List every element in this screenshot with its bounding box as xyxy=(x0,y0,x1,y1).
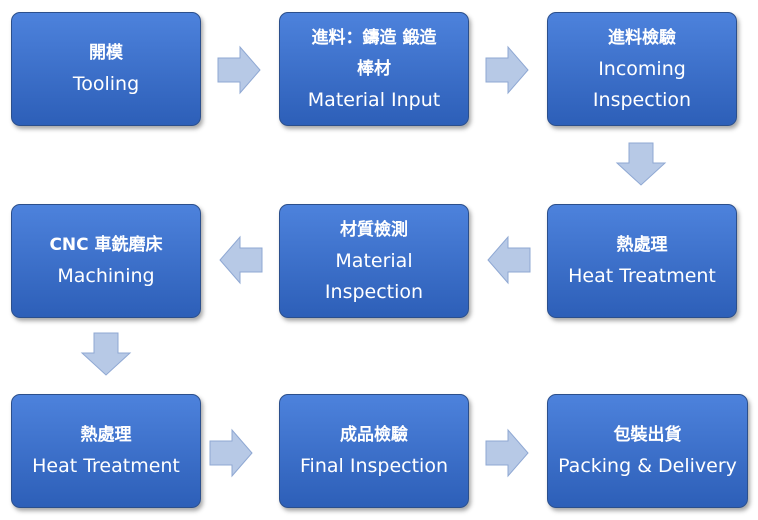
step-label-zh: CNC 車銑磨床 xyxy=(49,235,163,255)
arrow-right-icon xyxy=(485,45,529,95)
arrow-left-icon xyxy=(219,235,263,285)
step-label-en: Heat Treatment xyxy=(568,265,716,287)
arrow-down-icon xyxy=(80,332,132,376)
step-label-zh-2: 棒材 xyxy=(357,58,391,79)
step-label-en: Heat Treatment xyxy=(32,455,180,477)
step-packing-delivery: 包裝出貨 Packing & Delivery xyxy=(547,394,748,508)
step-label-en: Material xyxy=(335,249,413,272)
step-label-zh: 進料檢驗 xyxy=(608,27,676,48)
step-label-en-2: Inspection xyxy=(324,280,424,303)
step-label-zh: 成品檢驗 xyxy=(340,425,408,445)
step-label-zh: 材質檢測 xyxy=(340,219,408,240)
step-machining: CNC 車銑磨床 Machining xyxy=(11,204,201,318)
step-incoming-inspection: 進料檢驗 Incoming Inspection xyxy=(547,12,737,126)
step-heat-treatment-1: 熱處理 Heat Treatment xyxy=(547,204,737,318)
arrow-down-icon xyxy=(615,142,667,186)
step-label-zh: 包裝出貨 xyxy=(613,425,682,445)
step-label-en: Final Inspection xyxy=(300,455,448,477)
step-heat-treatment-2: 熱處理 Heat Treatment xyxy=(11,394,201,508)
step-label-zh: 開模 xyxy=(89,43,123,63)
step-tooling: 開模 Tooling xyxy=(11,12,201,126)
step-final-inspection: 成品檢驗 Final Inspection xyxy=(279,394,469,508)
step-label-en-2: Inspection xyxy=(592,88,692,111)
step-label-zh: 進料：鑄造 鍛造 xyxy=(311,27,437,48)
step-material-inspection: 材質檢測 Material Inspection xyxy=(279,204,469,318)
step-material-input: 進料：鑄造 鍛造 棒材 Material Input xyxy=(279,12,469,126)
step-label-zh: 熱處理 xyxy=(616,235,668,255)
step-label-en: Machining xyxy=(57,265,155,287)
step-label-en: Material Input xyxy=(307,88,441,111)
step-label-en: Packing & Delivery xyxy=(558,455,737,477)
arrow-left-icon xyxy=(487,235,531,285)
arrow-right-icon xyxy=(209,428,253,478)
step-label-en: Tooling xyxy=(72,73,140,95)
step-label-en: Incoming xyxy=(598,57,686,80)
step-label-zh: 熱處理 xyxy=(80,425,132,445)
arrow-right-icon xyxy=(217,45,261,95)
arrow-right-icon xyxy=(485,428,529,478)
